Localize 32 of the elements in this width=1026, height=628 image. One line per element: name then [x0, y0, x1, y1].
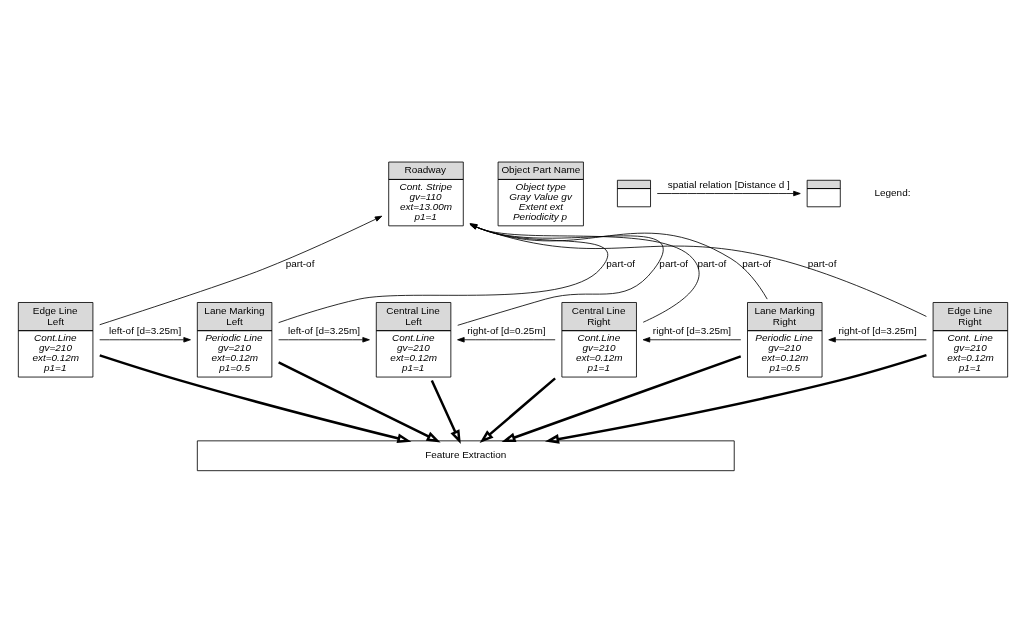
arrow [99, 215, 383, 325]
edge-label: part-of [697, 257, 727, 269]
arrow [479, 376, 556, 443]
edge-label: part-of [807, 257, 837, 269]
arrow [828, 336, 927, 342]
arrow [642, 336, 742, 342]
arrow [469, 223, 927, 317]
arrow [457, 336, 556, 342]
arrow [457, 223, 664, 326]
arrow [469, 223, 768, 300]
edge-label: right-of [d=3.25m] [652, 324, 732, 336]
arrow [544, 353, 927, 444]
arrow [430, 379, 461, 444]
edge-label: left-of [d=3.25m] [288, 324, 361, 336]
edge-label: left-of [d=3.25m] [109, 324, 182, 336]
edge-label: spatial relation [Distance d ] [667, 178, 790, 190]
arrow [469, 223, 700, 323]
edge-label: part-of [285, 257, 315, 269]
edge-label: part-of [742, 257, 771, 269]
arrow [278, 222, 609, 323]
arrow [278, 336, 370, 342]
edge-label: part-of [606, 257, 636, 269]
arrow [501, 354, 742, 442]
arrow [278, 360, 441, 442]
label: Legend: [874, 186, 911, 198]
arrow [99, 353, 412, 443]
arrow [656, 190, 801, 196]
arrow [99, 336, 191, 342]
edge-label: part-of [659, 257, 689, 269]
edge-label: right-of [d=0.25m] [467, 324, 546, 336]
edge-label: right-of [d=3.25m] [838, 324, 917, 336]
node-box: Feature Extraction [196, 439, 735, 471]
